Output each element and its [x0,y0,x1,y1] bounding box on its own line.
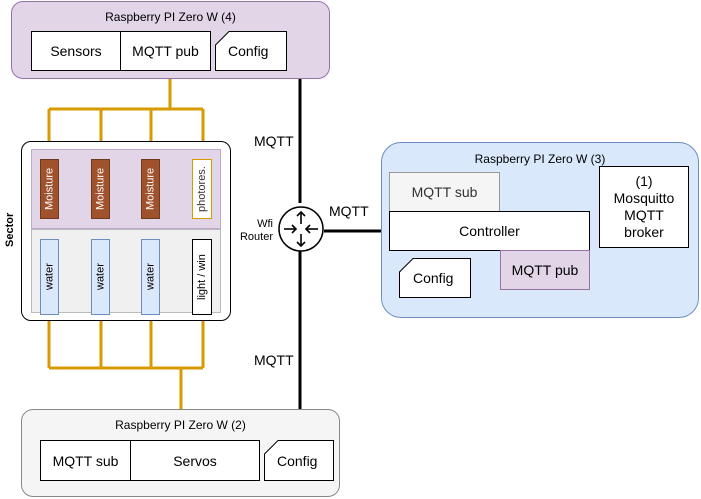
pi2-servos-box: Servos [130,440,260,481]
pi4-title: Raspberry PI Zero W (4) [105,10,236,24]
pi2-config-label: Config [277,453,318,469]
sector-actuator-area [31,229,221,313]
moisture-sensor-2: Moisture [91,159,110,219]
pi3-mqtt-sub-box: MQTT sub [389,172,500,212]
pi3-config-label: Config [413,270,454,286]
pi2-config-note [264,440,334,481]
router-label-line1: Wfi [257,218,273,230]
pi3-controller-box: Controller [389,211,590,251]
pi2-servos-label: Servos [173,452,217,469]
pi4-sensors-label: Sensors [50,43,102,59]
router-label-line2: Router [239,231,273,243]
pi2-mqtt-sub-label: MQTT sub [52,452,119,469]
router-label: Wfi Router [228,218,273,244]
moisture-sensor-3: Moisture [141,159,160,219]
light-window-actuator: light / win [192,239,212,315]
sector-sensor-area [31,149,221,229]
mqtt-label-top: MQTT [254,133,294,149]
pi3-controller-label: Controller [459,223,520,239]
water-valve-3: water [141,239,160,315]
mqtt-label-right: MQTT [329,203,369,219]
photoresistor: photores. [192,159,212,219]
broker-box: (1) Mosquitto MQTT broker [599,166,689,248]
pi4-config-label: Config [228,43,269,59]
pi4-config-note [215,31,287,71]
pi4-mqtt-pub-label: MQTT pub [132,43,199,59]
actuator-wiring [47,316,205,410]
router-icon [278,206,324,252]
moisture-sensor-1: Moisture [40,159,59,219]
pi3-mqtt-pub-box: MQTT pub [500,250,590,290]
broker-label-line2: Mosquitto [613,190,675,206]
mqtt-label-bottom: MQTT [254,352,294,368]
broker-label-line3: MQTT [624,207,664,223]
broker-label-line1: (1) [635,173,653,189]
pi3-mqtt-pub-label: MQTT pub [511,262,579,278]
pi2-mqtt-sub-box: MQTT sub [40,440,131,481]
water-valve-1: water [40,239,59,315]
pi3-mqtt-sub-label: MQTT sub [411,184,478,200]
water-valve-2: water [91,239,110,315]
pi3-title: Raspberry PI Zero W (3) [474,152,606,166]
pi4-mqtt-pub-box: MQTT pub [120,31,211,71]
broker-label-line4: broker [624,224,664,240]
pi3-config-note [399,258,471,298]
sector-label: Sector [4,212,16,248]
pi2-title: Raspberry PI Zero W (2) [115,418,246,432]
pi4-sensors-box: Sensors [31,31,121,71]
